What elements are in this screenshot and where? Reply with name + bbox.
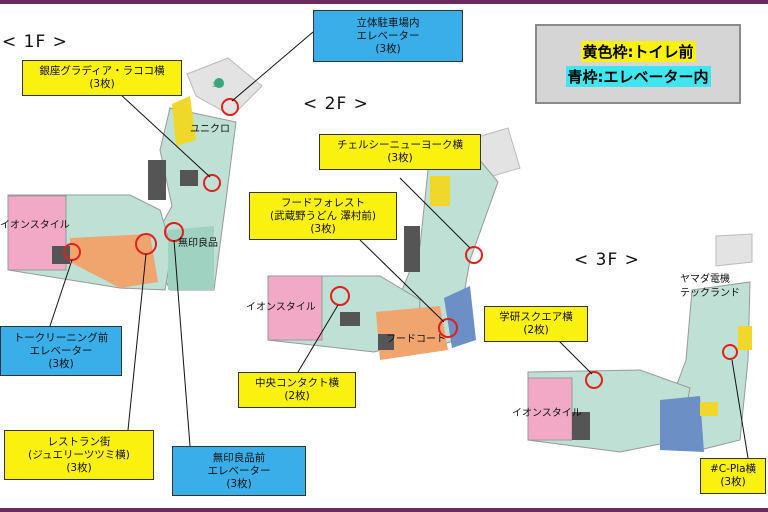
floor-title-2f: < 2F >: [303, 94, 369, 114]
callout-c8-line1: 中央コンタクト横: [255, 377, 339, 389]
aeon-style-3f: [527, 377, 573, 441]
callout-c1-line3: (3枚): [375, 42, 401, 55]
callout-c10-line2: (3枚): [720, 476, 746, 488]
callout-c-pla: #C-Pla横 (3枚): [700, 458, 766, 494]
yellow-block-2f: [430, 176, 450, 206]
uniqlo-label: ユニクロ: [190, 124, 230, 135]
callout-chelsea: チェルシーニューヨーク横 (3枚): [319, 134, 481, 170]
leader-c8: [297, 304, 339, 373]
callout-c7-line3: (3枚): [310, 222, 336, 235]
parking-label: 立体: [212, 82, 225, 89]
callout-gakken: 学研スクエア横 (2枚): [484, 306, 588, 342]
callout-c5-line1: 無印良品前: [212, 451, 266, 464]
dark-block-2f-a: [404, 226, 420, 272]
callout-c5-line2: エレベーター: [207, 464, 271, 477]
parking-building-3f: [715, 233, 753, 267]
yamada-label-2: テックランド: [680, 288, 740, 299]
floor-1-plan: [7, 31, 314, 447]
callout-food-forest: フードフォレスト (武蔵野うどん 澤村前) (3枚): [249, 192, 397, 240]
callout-c3-line2: エレベーター: [29, 344, 93, 357]
marker-central-contact: [330, 286, 350, 306]
leader-c3: [49, 259, 73, 327]
dark-block-3f: [572, 412, 590, 440]
aeon-style-2f: [267, 275, 323, 341]
callout-c7-line2: (武蔵野うどん 澤村前): [269, 209, 377, 222]
marker-food-forest: [438, 318, 458, 338]
callout-c8-line2: (2枚): [284, 390, 310, 402]
leader-c7: [359, 239, 445, 323]
aeon-label-1f: イオンスタイル: [0, 220, 70, 231]
dark-block-2f-b: [340, 312, 360, 326]
blue-block-2f: [444, 286, 476, 348]
dark-block-1f-b: [180, 170, 198, 186]
callout-c9-line2: (2枚): [523, 324, 549, 336]
callout-c7-line1: フードフォレスト: [281, 196, 365, 209]
callout-c4-line3: (3枚): [66, 461, 92, 474]
floor-title-1f: < 1F >: [2, 32, 68, 52]
callout-c2-line2: (3枚): [89, 78, 115, 90]
callout-c6-line2: (3枚): [387, 152, 413, 164]
food-court-label: フードコート: [386, 334, 446, 345]
floor-3-plan: [527, 233, 753, 459]
dark-block-1f-a: [148, 160, 166, 200]
marker-gakken: [585, 371, 603, 389]
callout-c6-line1: チェルシーニューヨーク横: [337, 139, 463, 151]
callout-c4-line2: (ジュエリーツツミ横): [28, 448, 130, 461]
marker-parking-elevator: [221, 98, 239, 116]
legend-blue: 青枠:エレベーター内: [565, 66, 711, 87]
bottom-accent-bar: [0, 508, 768, 512]
callout-c4-line1: レストラン街: [47, 435, 111, 448]
callout-c5-line3: (3枚): [226, 477, 252, 490]
callout-c1-line2: エレベーター: [356, 29, 420, 42]
leader-c2: [119, 93, 211, 178]
dark-block-1f-c: [52, 246, 70, 264]
callout-ginza-gradia: 銀座グラディア・ラココ横 (3枚): [22, 60, 182, 96]
marker-c-pla: [722, 344, 738, 360]
marker-ginza-gradia: [203, 174, 221, 192]
callout-c1-line1: 立体駐車場内: [356, 16, 420, 29]
muji-block: [168, 226, 214, 290]
yellow-block-3f-b: [700, 402, 718, 416]
floor-title-3f: < 3F >: [574, 250, 640, 270]
callout-cleaning-elevator: トークリーニング前 エレベーター (3枚): [0, 326, 122, 376]
leader-c10: [731, 359, 749, 459]
legend-yellow: 黄色枠:トイレ前: [580, 41, 696, 62]
muji-label: 無印良品: [178, 238, 218, 249]
leader-c4: [127, 253, 147, 431]
floor-2-plan: [267, 127, 521, 373]
marker-chelsea: [465, 246, 483, 264]
leader-c6: [399, 177, 471, 249]
callout-c9-line1: 学研スクエア横: [499, 311, 573, 323]
callout-c10-line1: #C-Pla横: [709, 463, 757, 475]
callout-c3-line3: (3枚): [48, 357, 74, 370]
parking-icon: [214, 78, 224, 88]
blue-block-3f: [660, 396, 704, 452]
callout-central-contact: 中央コンタクト横 (2枚): [238, 372, 356, 408]
yellow-block-3f-a: [738, 326, 752, 350]
aeon-label-2f: イオンスタイル: [246, 302, 316, 313]
aeon-label-3f: イオンスタイル: [512, 408, 582, 419]
dark-block-2f-c: [378, 334, 394, 350]
callout-c3-line1: トークリーニング前: [13, 331, 109, 344]
callout-parking-elevator: 立体駐車場内 エレベーター (3枚): [313, 10, 463, 62]
leader-c1: [231, 31, 314, 102]
leader-c5: [173, 239, 191, 447]
legend: 黄色枠:トイレ前 青枠:エレベーター内: [535, 24, 741, 104]
yamada-label-1: ヤマダ電機: [680, 274, 730, 285]
callout-restaurant: レストラン街 (ジュエリーツツミ横) (3枚): [4, 430, 154, 480]
parking-building-1f: [186, 57, 263, 117]
callout-muji-elevator: 無印良品前 エレベーター (3枚): [172, 446, 306, 496]
callout-c2-line1: 銀座グラディア・ラココ横: [39, 65, 165, 77]
uniqlo-block: [172, 96, 196, 146]
top-accent-bar: [0, 0, 768, 4]
